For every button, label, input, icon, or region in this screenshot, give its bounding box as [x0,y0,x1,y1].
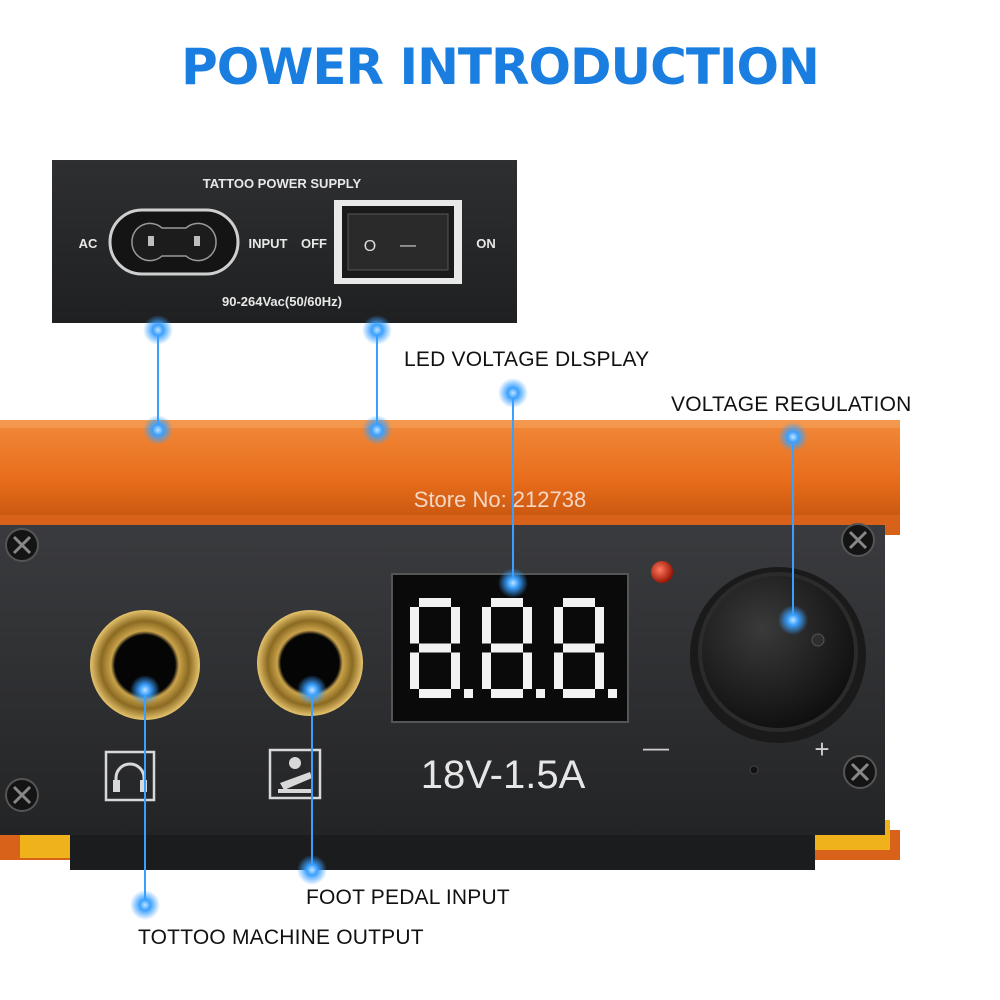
led-segment [491,643,523,653]
led-decimal-point [536,689,545,698]
led-digits [410,598,617,698]
led-segment [482,652,491,689]
screw [5,528,39,562]
device-body-top [0,420,900,520]
ac-label: AC [79,236,98,251]
minus-label: — [643,732,669,762]
foot-pedal-icon [268,748,322,800]
output-rating: 18V-1.5A [421,753,586,797]
on-label: ON [476,236,496,251]
power-led [651,561,673,583]
plus-label: + [814,734,829,764]
ac-socket [108,208,240,276]
input-label: INPUT [249,236,288,251]
led-segment [523,652,532,689]
switch-on-symbol: — [400,237,416,254]
led-segment [554,607,563,644]
led-segment [595,652,604,689]
led-segment [410,652,419,689]
led-segment [563,598,595,607]
led-segment [482,607,491,644]
led-segment [491,689,523,698]
screw [843,755,877,789]
led-segment [451,652,460,689]
callout-dots [130,315,808,920]
callout-lines [144,330,794,905]
off-label: OFF [301,236,327,251]
callout-voltage-regulation: VOLTAGE REGULATION [671,393,912,416]
led-segment [554,652,563,689]
led-segment [563,643,595,653]
screw [5,778,39,812]
led-segment [419,689,451,698]
led-segment [451,607,460,644]
led-segment [595,607,604,644]
voltage-knob[interactable] [690,567,866,743]
watermark: Store No: 212738 [414,487,586,512]
headphone-jack-icon [104,750,156,802]
callout-machine-output: TOTTOO MACHINE OUTPUT [138,926,424,949]
callout-led-display: LED VOLTAGE DLSPLAY [404,348,650,371]
led-segment [419,598,451,607]
led-segment [523,607,532,644]
led-decimal-point [608,689,617,698]
led-segment [491,598,523,607]
led-segment [563,689,595,698]
power-switch: O — [334,200,462,284]
back-panel-title: TATTOO POWER SUPPLY [203,176,362,191]
callout-foot-pedal: FOOT PEDAL INPUT [306,886,510,909]
led-decimal-point [464,689,473,698]
headline: POWER INTRODUCTION [181,38,820,96]
led-segment [419,643,451,653]
screw [841,523,875,557]
led-segment [410,607,419,644]
ac-rating: 90-264Vac(50/60Hz) [222,294,342,309]
switch-off-symbol: O [364,238,376,255]
